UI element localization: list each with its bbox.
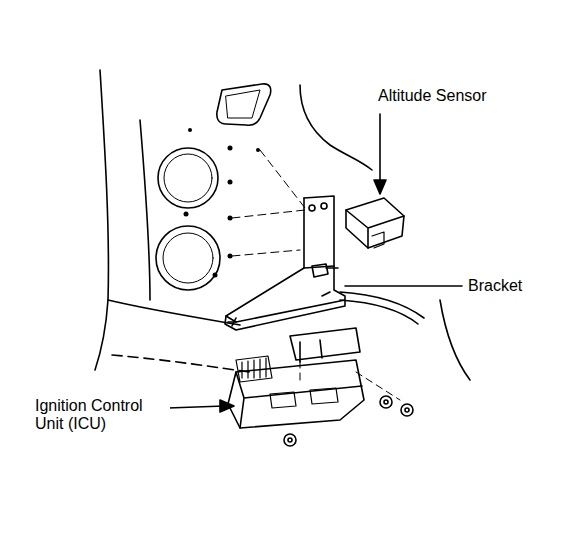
mount-line xyxy=(300,360,400,400)
icu-window xyxy=(270,388,338,408)
part-label: Ignition Control Unit (ICU) xyxy=(34,397,170,433)
mount-line xyxy=(232,150,305,256)
panel-edge xyxy=(140,120,150,300)
bracket-hole xyxy=(309,205,315,211)
leader-arrow xyxy=(168,406,224,408)
panel-opening xyxy=(217,84,271,125)
bracket-hole xyxy=(321,203,327,209)
arrow-head xyxy=(220,400,234,412)
panel-opening xyxy=(226,90,260,118)
panel-holes xyxy=(184,128,261,278)
nut xyxy=(284,396,413,446)
bracket xyxy=(225,196,345,330)
wire xyxy=(340,292,424,318)
bracket xyxy=(226,198,304,316)
bolt xyxy=(312,264,338,277)
altitude-sensor xyxy=(346,210,404,248)
icu-lid xyxy=(290,328,360,362)
panel-edge xyxy=(108,300,240,325)
part-label: Altitude Sensor xyxy=(377,87,488,105)
panel-edge xyxy=(440,300,470,380)
panel-plug xyxy=(163,233,213,283)
panel-edge xyxy=(300,85,372,170)
leader-arrow xyxy=(379,114,381,186)
panel-plug xyxy=(156,226,220,290)
leader-line xyxy=(345,285,462,287)
altitude-sensor xyxy=(372,232,384,248)
altitude-sensor xyxy=(346,198,404,248)
arrow-head xyxy=(374,180,386,194)
part-label: Bracket xyxy=(467,277,523,295)
panel-edge xyxy=(112,355,250,372)
stud xyxy=(228,292,330,326)
wire xyxy=(340,300,418,324)
panel-plug xyxy=(164,154,212,202)
icu-connector xyxy=(236,356,272,382)
panel-edge xyxy=(95,70,108,370)
panel-plug xyxy=(158,148,218,208)
